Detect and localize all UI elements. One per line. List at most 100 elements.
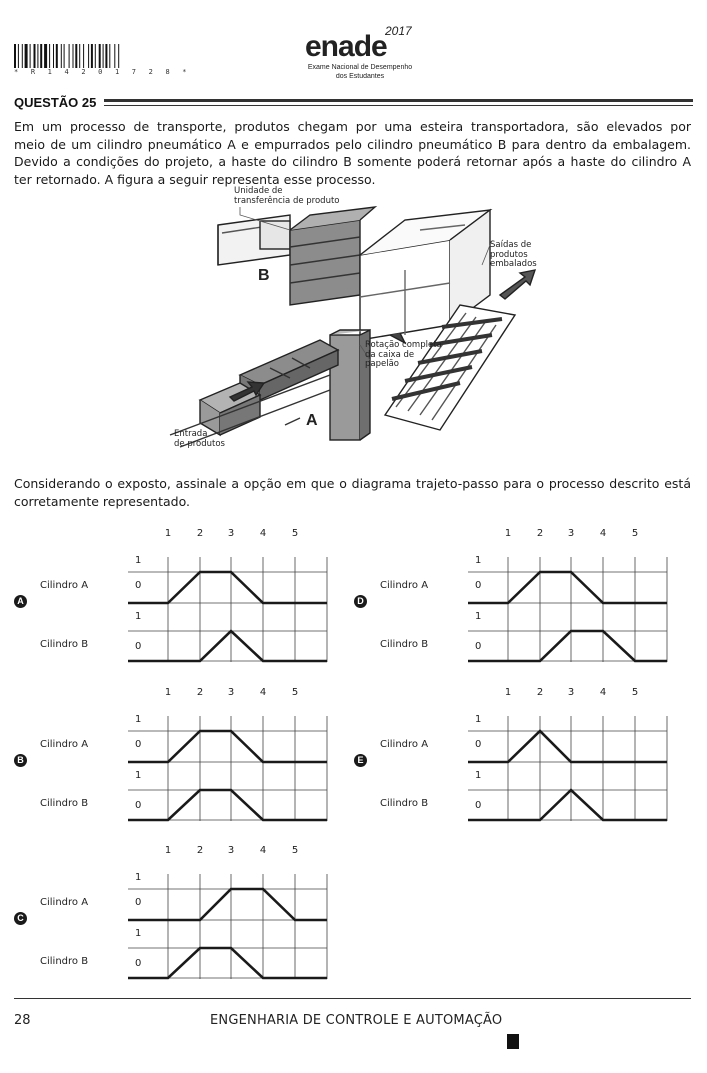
step-number: 1	[164, 687, 172, 698]
cylinder-a-label: Cilindro A	[40, 739, 89, 750]
step-number: 2	[536, 687, 544, 698]
level-high-b: 1	[475, 770, 482, 781]
logo-year: 2017	[385, 24, 412, 38]
option-letter-badge[interactable]: B	[14, 754, 27, 767]
course-name: ENGENHARIA DE CONTROLE E AUTOMAÇÃO	[210, 1013, 503, 1028]
cylinder-a-letter: A	[306, 412, 318, 429]
barcode-bar	[88, 44, 90, 68]
barcode-bar	[72, 44, 74, 68]
barcode	[14, 44, 120, 68]
step-number: 5	[631, 528, 639, 539]
cylinder-b-label: Cilindro B	[40, 956, 89, 967]
step-number: 2	[196, 845, 204, 856]
cylinder-a-label: Cilindro A	[380, 580, 429, 591]
barcode-bar	[118, 44, 120, 68]
step-number: 1	[504, 687, 512, 698]
step-number: 2	[196, 687, 204, 698]
barcode-bar	[105, 44, 108, 68]
step-number: 3	[227, 687, 235, 698]
barcode-bar	[29, 44, 31, 68]
cylinder-a-label: Cilindro A	[40, 897, 89, 908]
step-number: 4	[259, 528, 267, 539]
diagram-grid	[128, 874, 328, 980]
step-number: 4	[599, 528, 607, 539]
barcode-bar	[40, 44, 43, 68]
level-high-a: 1	[135, 555, 142, 566]
barcode-bar	[55, 44, 58, 68]
step-number: 1	[504, 528, 512, 539]
step-number: 3	[567, 687, 575, 698]
barcode-bar	[75, 44, 78, 68]
cylinder-a-trace	[468, 570, 667, 605]
diagram-grid	[468, 557, 668, 663]
label-exits: Saídas de produtos embalados	[490, 240, 537, 269]
barcode-bar	[37, 44, 39, 68]
cylinder-b-trace	[468, 788, 667, 822]
barcode-bar	[63, 44, 65, 68]
title-rule	[104, 99, 693, 106]
label-rotation: Rotação completa da caixa de papelão	[365, 340, 442, 369]
statement-line: ter retornado. A figura a seguir represe…	[14, 171, 376, 187]
level-high-a: 1	[135, 872, 142, 883]
enade-logo: enade 2017 Exame Nacional de Desempenho …	[285, 24, 435, 80]
level-low-b: 0	[475, 641, 482, 652]
barcode-bar	[109, 44, 111, 68]
level-high-a: 1	[135, 714, 142, 725]
process-figure: Unidade de transferência de produto Saíd…	[160, 185, 540, 455]
prompt-line: Considerando o exposto, assinale a opção…	[14, 476, 691, 491]
barcode-bar	[14, 44, 16, 68]
question-prompt: Considerando o exposto, assinale a opção…	[14, 475, 691, 510]
barcode-bar	[33, 44, 36, 68]
footer-rule	[14, 998, 691, 999]
cylinder-a-trace	[128, 887, 327, 922]
cylinder-b-trace	[128, 946, 327, 980]
step-number: 3	[227, 528, 235, 539]
label-transfer-unit: Unidade de transferência de produto	[234, 186, 340, 206]
level-low-a: 0	[475, 739, 482, 750]
level-high-a: 1	[475, 555, 482, 566]
barcode-bar	[44, 44, 48, 68]
barcode-number: * R 1 4 2 0 1 7 2 8 *	[14, 68, 191, 76]
step-number: 5	[291, 687, 299, 698]
step-number: 1	[164, 528, 172, 539]
step-number: 1	[164, 845, 172, 856]
cylinder-b-label: Cilindro B	[380, 798, 429, 809]
option-letter-badge[interactable]: E	[354, 754, 367, 767]
cylinder-b-trace	[128, 788, 327, 822]
barcode-bar	[68, 44, 70, 68]
page-number: 28	[14, 1013, 31, 1028]
level-high-b: 1	[135, 928, 142, 939]
barcode-bar	[83, 44, 85, 68]
cylinder-b-label: Cilindro B	[380, 639, 429, 650]
corner-mark	[507, 1034, 519, 1049]
option-letter-badge[interactable]: C	[14, 912, 27, 925]
barcode-bar	[79, 44, 81, 68]
level-low-b: 0	[135, 641, 142, 652]
question-title: QUESTÃO 25	[14, 95, 97, 110]
barcode-bar	[114, 44, 116, 68]
level-high-b: 1	[135, 770, 142, 781]
step-number: 5	[291, 528, 299, 539]
statement-line: meio de um cilindro pneumático A e empur…	[14, 136, 691, 152]
diagram-grid	[468, 716, 668, 822]
barcode-bar	[49, 44, 51, 68]
level-high-b: 1	[135, 611, 142, 622]
option-letter-badge[interactable]: A	[14, 595, 27, 608]
level-low-b: 0	[135, 958, 142, 969]
step-number: 5	[291, 845, 299, 856]
cylinder-b-letter: B	[258, 267, 270, 284]
barcode-bar	[24, 44, 28, 68]
statement-line: Devido a condições do projeto, a haste d…	[14, 154, 691, 169]
cylinder-b-trace	[128, 629, 327, 663]
cylinder-a-label: Cilindro A	[380, 739, 429, 750]
logo-word: enade	[305, 30, 388, 63]
barcode-bar	[102, 44, 104, 68]
option-letter-badge[interactable]: D	[354, 595, 367, 608]
prompt-line: corretamente representado.	[14, 493, 190, 509]
level-low-b: 0	[475, 800, 482, 811]
